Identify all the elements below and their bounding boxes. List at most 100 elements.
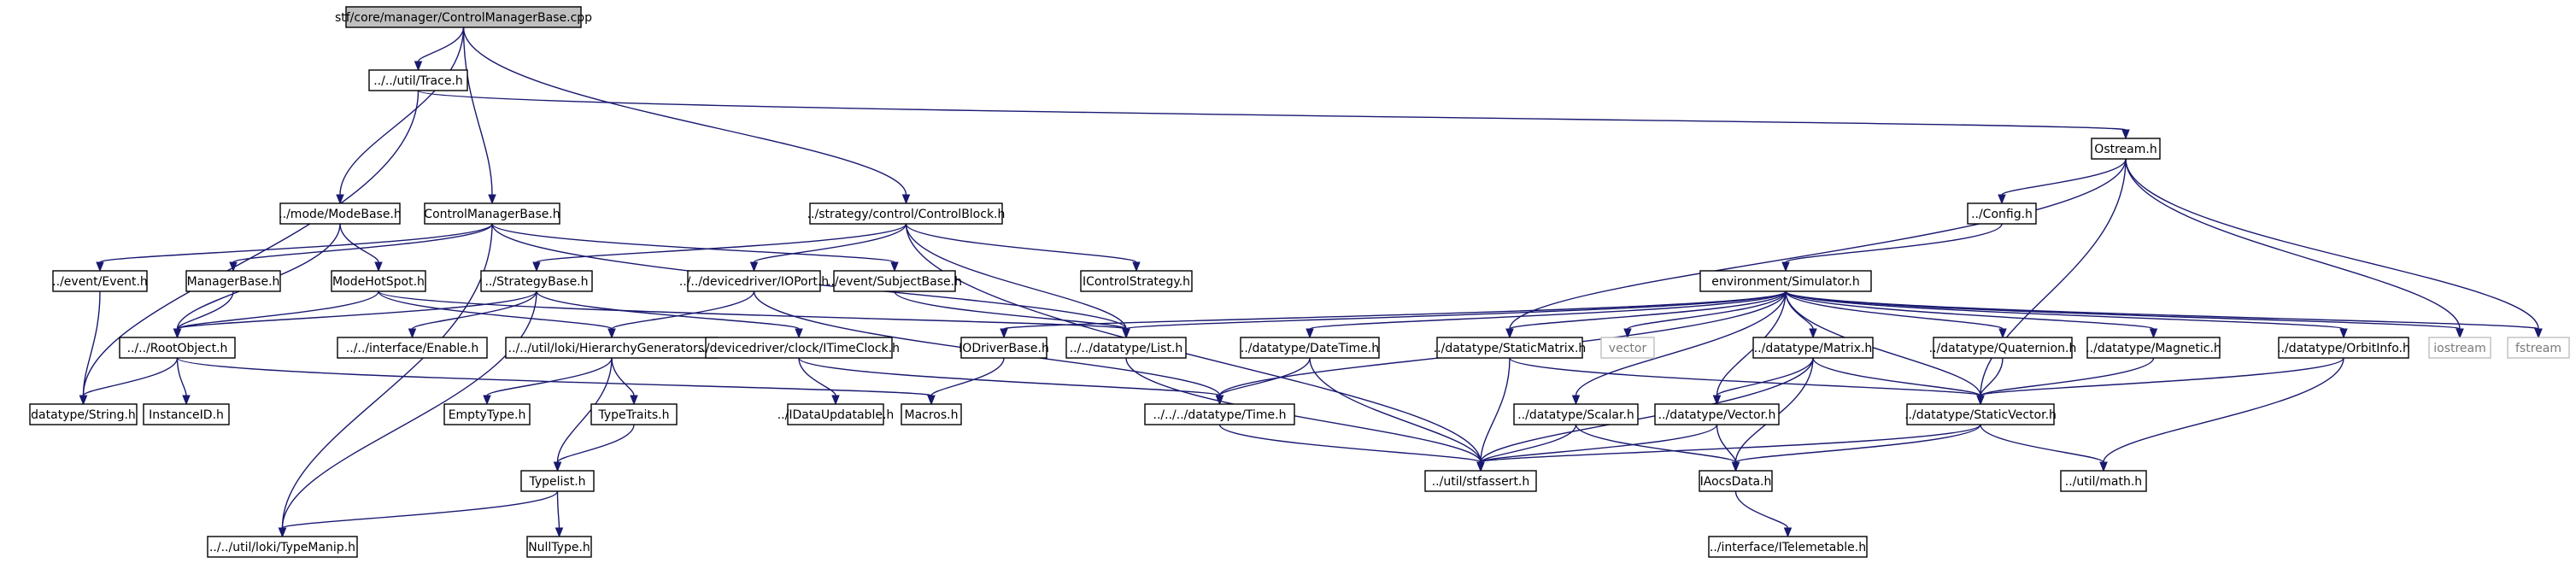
node-config[interactable]: ../Config.h bbox=[1967, 202, 2037, 225]
edge-line bbox=[1716, 357, 1814, 396]
node-rootobject[interactable]: ../../RootObject.h bbox=[119, 337, 236, 359]
node-box bbox=[52, 270, 148, 292]
node-box bbox=[787, 403, 884, 425]
node-scalar[interactable]: ../datatype/Scalar.h bbox=[1513, 403, 1639, 425]
node-label: ../interface/ITelemetable.h bbox=[1710, 541, 1866, 554]
node-icontrolstrategy[interactable]: IControlStrategy.h bbox=[1080, 270, 1193, 292]
edge-line bbox=[1218, 357, 1311, 396]
node-typemanip[interactable]: ../../util/loki/TypeManip.h bbox=[207, 536, 358, 558]
node-list[interactable]: ../../datatype/List.h bbox=[1065, 337, 1187, 359]
edge-arrowhead bbox=[1476, 461, 1485, 472]
node-quaternion[interactable]: ../datatype/Quaternion.h bbox=[1929, 337, 2077, 359]
node-box bbox=[1065, 337, 1187, 359]
node-event[interactable]: ../event/Event.h bbox=[52, 270, 148, 292]
node-label: ControlManagerBase.h bbox=[424, 208, 560, 221]
edge-line bbox=[82, 357, 179, 396]
edge-config-to-simulator bbox=[1781, 223, 2003, 273]
node-itimeclock[interactable]: ../devicedriver/clock/ITimeClock.h bbox=[698, 337, 900, 359]
edge-line bbox=[1980, 357, 2155, 396]
node-iodriverbase[interactable]: IODriverBase.h bbox=[959, 337, 1049, 359]
node-nulltype[interactable]: NullType.h bbox=[526, 536, 592, 558]
node-box bbox=[185, 270, 281, 292]
node-modebase[interactable]: ../mode/ModeBase.h bbox=[279, 202, 402, 225]
edge-simulator-to-magnetic bbox=[1785, 290, 2158, 339]
node-label: ../datatype/Quaternion.h bbox=[1929, 342, 2077, 355]
node-staticvector[interactable]: ../datatype/StaticVector.h bbox=[1904, 403, 2057, 425]
edge-line bbox=[1480, 424, 1718, 463]
node-ioport[interactable]: ../../devicedriver/IOPort.h bbox=[679, 270, 829, 292]
node-label: ../datatype/StaticVector.h bbox=[1904, 408, 2057, 422]
edge-arrowhead bbox=[1000, 328, 1008, 339]
node-label: Typelist.h bbox=[528, 475, 585, 489]
edge-line bbox=[2125, 158, 2539, 330]
node-vector[interactable]: vector bbox=[1600, 337, 1655, 359]
node-typelist[interactable]: Typelist.h bbox=[520, 470, 595, 492]
node-orbitinfo[interactable]: ../datatype/OrbitInfo.h bbox=[2277, 337, 2410, 359]
dependency-edges bbox=[79, 26, 2543, 538]
node-enable[interactable]: ../../interface/Enable.h bbox=[337, 337, 488, 359]
node-strategybase[interactable]: ../StrategyBase.h bbox=[480, 270, 593, 292]
node-typetraits[interactable]: TypeTraits.h bbox=[590, 403, 678, 425]
node-subjectbase[interactable]: ../event/SubjectBase.h bbox=[827, 270, 962, 292]
node-datetime[interactable]: ../datatype/DateTime.h bbox=[1240, 337, 1380, 359]
edge-cblock-to-strategybase bbox=[532, 223, 907, 273]
edge-line bbox=[611, 357, 635, 396]
node-managerbase[interactable]: ManagerBase.h bbox=[185, 270, 281, 292]
node-umath[interactable]: ../util/math.h bbox=[2060, 470, 2147, 492]
node-root[interactable]: stf/core/manager/ControlManagerBase.cpp bbox=[335, 6, 592, 28]
node-box bbox=[480, 270, 593, 292]
edge-hiergen-to-typetraits bbox=[611, 357, 638, 406]
node-fstream[interactable]: fstream bbox=[2507, 337, 2570, 359]
node-time[interactable]: ../../../datatype/Time.h bbox=[1144, 403, 1295, 425]
node-label: IControlStrategy.h bbox=[1083, 275, 1190, 289]
node-hiergen[interactable]: ../../util/loki/HierarchyGenerators.h bbox=[505, 337, 719, 359]
node-string[interactable]: datatype/String.h bbox=[29, 403, 138, 425]
node-emptytype[interactable]: EmptyType.h bbox=[443, 403, 531, 425]
node-box bbox=[1699, 270, 1872, 292]
edge-arrowhead bbox=[1623, 328, 1632, 339]
node-stfassert[interactable]: ../util/stfassert.h bbox=[1424, 470, 1537, 492]
node-itelemetable[interactable]: ../interface/ITelemetable.h bbox=[1708, 536, 1868, 558]
node-label: vector bbox=[1609, 342, 1647, 355]
node-instanceid[interactable]: InstanceID.h bbox=[143, 403, 230, 425]
edge-orbitinfo-to-staticvector bbox=[1976, 357, 2344, 406]
edge-simulator-to-vector bbox=[1623, 290, 1787, 339]
node-cblock[interactable]: ../strategy/control/ControlBlock.h bbox=[807, 202, 1006, 225]
edge-simulator-to-quaternion bbox=[1785, 290, 2007, 339]
node-label: ../event/SubjectBase.h bbox=[827, 275, 962, 289]
node-modehotspot[interactable]: ModeHotSpot.h bbox=[331, 270, 426, 292]
node-cmb[interactable]: ControlManagerBase.h bbox=[424, 202, 560, 225]
node-macros[interactable]: Macros.h bbox=[901, 403, 962, 425]
node-ostream[interactable]: Ostream.h bbox=[2091, 138, 2161, 160]
node-idataupdatable[interactable]: ../IDataUpdatable.h bbox=[777, 403, 895, 425]
node-iaocsdata[interactable]: IAocsData.h bbox=[1699, 470, 1773, 492]
node-box bbox=[1144, 403, 1295, 425]
node-iostream[interactable]: iostream bbox=[2428, 337, 2491, 359]
edge-line bbox=[176, 357, 932, 396]
edge-ostream-to-config bbox=[1998, 158, 2127, 205]
node-trace[interactable]: ../../util/Trace.h bbox=[368, 69, 468, 91]
edge-line bbox=[536, 290, 800, 330]
node-box bbox=[1424, 470, 1537, 492]
edge-line bbox=[905, 223, 1127, 330]
edge-arrowhead bbox=[96, 261, 104, 273]
node-simulator[interactable]: environment/Simulator.h bbox=[1699, 270, 1872, 292]
edge-simulator-to-list bbox=[1122, 290, 1787, 339]
edge-line bbox=[1480, 357, 1511, 463]
edge-line bbox=[1309, 357, 1482, 463]
edge-line bbox=[894, 290, 1127, 330]
node-label: ../IDataUpdatable.h bbox=[777, 408, 895, 422]
node-box bbox=[345, 6, 582, 28]
node-box bbox=[960, 337, 1047, 359]
node-staticmatrix[interactable]: ../datatype/StaticMatrix.h bbox=[1434, 337, 1587, 359]
edge-arrowhead bbox=[901, 194, 911, 205]
node-magnetic[interactable]: ../datatype/Magnetic.h bbox=[2086, 337, 2221, 359]
node-box bbox=[833, 270, 956, 292]
node-box bbox=[2086, 337, 2221, 359]
node-dvector[interactable]: ../datatype/Vector.h bbox=[1654, 403, 1780, 425]
node-label: ManagerBase.h bbox=[187, 275, 280, 289]
node-box bbox=[143, 403, 230, 425]
edge-root-to-trace bbox=[414, 26, 465, 72]
node-matrix[interactable]: ../datatype/Matrix.h bbox=[1752, 337, 1874, 359]
edge-simulator-to-staticmatrix bbox=[1505, 290, 1787, 339]
